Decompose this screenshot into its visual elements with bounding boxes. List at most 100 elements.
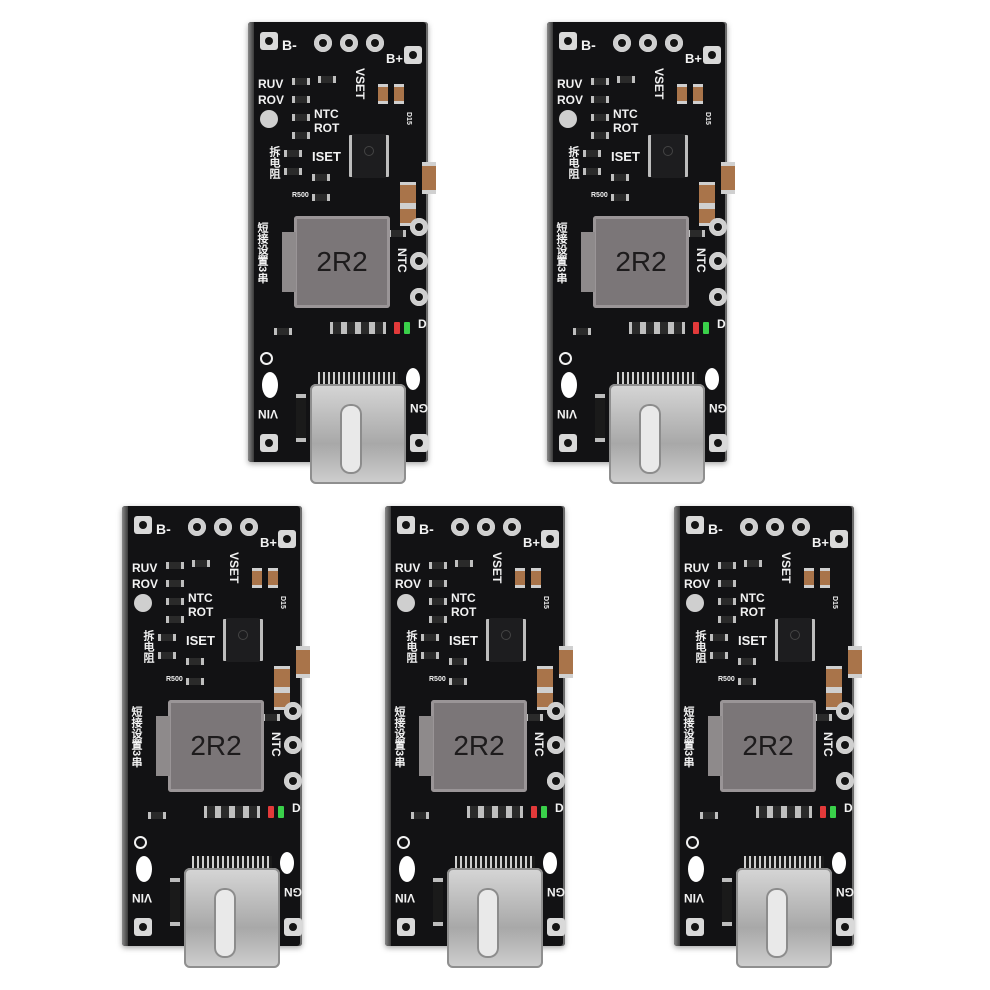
label-iset: ISET [738, 633, 767, 648]
pad-top-4 [665, 34, 683, 52]
pad-b-plus [541, 530, 559, 548]
silk-dot [397, 836, 410, 849]
resistor [421, 652, 439, 659]
resistor [611, 194, 629, 201]
pad-gnd [410, 434, 428, 452]
mounting-hole-right [832, 852, 846, 874]
label-cn-cut: 拆电阻 [694, 630, 706, 663]
usb-port-opening [766, 888, 788, 958]
usb-c-connector [447, 856, 543, 968]
label-cn-set: 短接设置3串 [555, 222, 567, 284]
label-iset: ISET [186, 633, 215, 648]
pad-b-plus [703, 46, 721, 64]
label-r500: R500 [718, 676, 735, 683]
label-ntc-top: NTC [314, 107, 339, 121]
led-red [531, 806, 537, 818]
resistor [591, 132, 609, 139]
silk-dot [559, 352, 572, 365]
inductor-label: 2R2 [453, 730, 505, 761]
pad-b-plus [278, 530, 296, 548]
label-b-minus: B- [708, 521, 723, 537]
silk-circle-mark [559, 110, 577, 128]
side-capacitor [422, 162, 436, 194]
label-ntc-top: NTC [740, 591, 765, 605]
pad-top-4 [792, 518, 810, 536]
capacitor [531, 568, 541, 588]
label-d15: D15 [279, 596, 286, 609]
label-vin: VIN [258, 407, 279, 421]
inductor-2r2: 2R2 [156, 700, 264, 792]
inductor-terminal [156, 716, 170, 776]
resistor [798, 806, 812, 818]
label-cn-set: 短接设置3串 [130, 706, 142, 768]
resistor [591, 78, 609, 85]
label-ntc-side: NTC [269, 732, 283, 757]
resistor [262, 714, 280, 721]
resistor [738, 678, 756, 685]
pad-side-1 [836, 702, 854, 720]
label-d: D [555, 801, 564, 815]
pad-side-ntc [836, 736, 854, 754]
label-rov: ROV [132, 577, 159, 591]
side-capacitor [559, 646, 573, 678]
resistor [525, 714, 543, 721]
label-d15: D15 [704, 112, 711, 125]
pad-top-3 [639, 34, 657, 52]
label-gn: GN [547, 885, 565, 899]
capacitor [804, 568, 814, 588]
resistor [718, 580, 736, 587]
pcb-board: B- B+ RUV ROV VSET NTC ROT ISET R500 D15… [674, 506, 862, 968]
resistor [583, 168, 601, 175]
led-green [278, 806, 284, 818]
label-rov: ROV [684, 577, 711, 591]
label-cn-cut: 拆电阻 [268, 146, 280, 179]
resistor [388, 230, 406, 237]
resistor [284, 150, 302, 157]
resistor [292, 114, 310, 121]
board-edge [547, 22, 553, 462]
capacitor [274, 666, 290, 690]
pad-side-d [836, 772, 854, 790]
resistor [495, 806, 509, 818]
label-ruv: RUV [132, 561, 158, 575]
inductor-2r2: 2R2 [708, 700, 816, 792]
diode [595, 394, 605, 442]
resistor [744, 560, 762, 567]
ic-pin1-dot [238, 630, 248, 640]
label-rov: ROV [258, 93, 285, 107]
pad-side-d [709, 288, 727, 306]
label-r500: R500 [429, 676, 446, 683]
label-b-minus: B- [282, 37, 297, 53]
label-d15: D15 [405, 112, 412, 125]
label-iset: ISET [312, 149, 341, 164]
pad-top-2 [740, 518, 758, 536]
resistor [710, 652, 728, 659]
resistor [421, 634, 439, 641]
resistor [284, 168, 302, 175]
resistor [710, 634, 728, 641]
resistor [657, 322, 671, 334]
usb-c-connector [310, 372, 406, 484]
led-green [703, 322, 709, 334]
label-vset: VSET [779, 552, 793, 584]
resistor [591, 96, 609, 103]
label-iset: ISET [449, 633, 478, 648]
inductor-terminal [419, 716, 433, 776]
product-2: B- B+ RUV ROV VSET NTC ROT ISET R500 D15… [547, 22, 735, 484]
diode [433, 878, 443, 926]
resistor [192, 560, 210, 567]
pad-vin [686, 918, 704, 936]
resistor [583, 150, 601, 157]
pad-side-ntc [547, 736, 565, 754]
pad-side-ntc [709, 252, 727, 270]
resistor [312, 174, 330, 181]
inductor-terminal [282, 232, 296, 292]
resistor [449, 678, 467, 685]
resistor [611, 174, 629, 181]
mounting-hole-left [262, 372, 278, 398]
ic-pin1-dot [663, 146, 673, 156]
charger-ic [489, 618, 523, 662]
resistor [591, 114, 609, 121]
pad-side-1 [547, 702, 565, 720]
label-b-plus: B+ [523, 535, 540, 550]
